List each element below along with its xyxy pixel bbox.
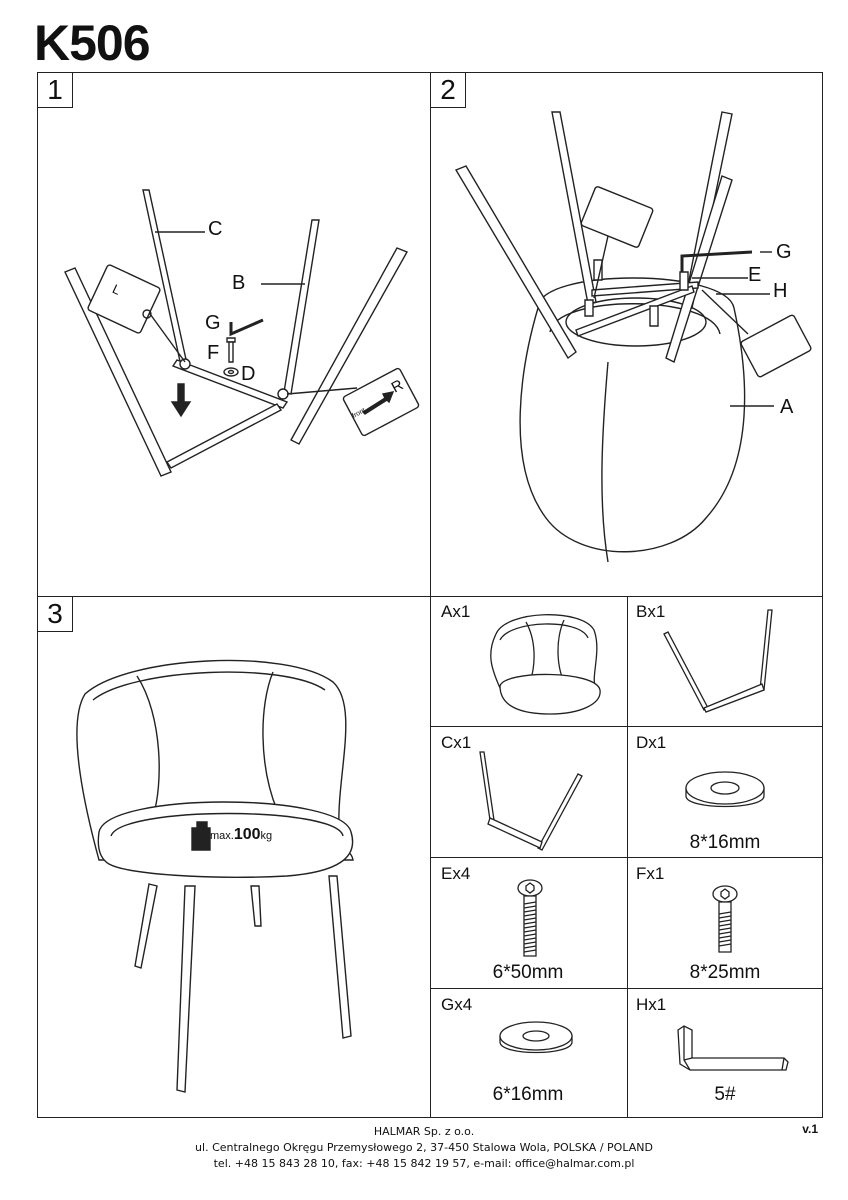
part-d-dimension: 8*16mm [689,832,761,853]
max-weight-label: max.100kg [210,826,273,843]
model-title: K506 [34,15,151,71]
step-1-callout-b: B [232,272,246,294]
part-c-label: Cx1 [441,733,472,752]
step-1-callout-c: C [208,218,223,240]
part-f-dimension: 8*25mm [689,962,761,983]
part-c-legframe-icon [470,740,620,856]
step-3-illustration [37,596,430,1118]
part-g-washer-icon [492,1016,582,1066]
part-b-label: Bx1 [636,602,666,621]
step-2-number: 2 [430,72,466,108]
right-badge-icon [342,368,419,437]
part-a-seat-icon [470,604,620,720]
parts-divider-row3 [430,988,823,989]
part-h-hexkey-icon [670,1020,800,1076]
parts-divider-row2 [430,857,823,858]
footer-contact: tel. +48 15 843 28 10, fax: +48 15 842 1… [213,1157,635,1170]
part-e-bolt-icon [510,878,550,958]
part-f-bolt-icon [705,884,745,954]
part-a-label: Ax1 [441,602,471,621]
step-1-callout-d: D [241,363,256,385]
part-e-label: Ex4 [441,864,471,883]
step-2-illustration [430,72,823,596]
step-1-illustration [37,72,430,596]
step-2-callout-e: E [748,264,762,286]
step-2-callout-h: H [773,280,788,302]
part-d-label: Dx1 [636,733,667,752]
weight-icon [192,822,210,850]
part-h-label: Hx1 [636,995,667,1014]
divider-horizontal [37,596,823,597]
part-d-washer-icon [680,764,770,820]
step-1-callout-g: G [205,312,221,334]
part-g-label: Gx4 [441,995,473,1014]
version-label: v.1 [802,1122,818,1136]
footer-address: ul. Centralnego Okręgu Przemysłowego 2, … [195,1141,653,1154]
divider-vertical [430,72,431,1118]
step-3-number: 3 [37,596,73,632]
footer-company: HALMAR Sp. z o.o. [373,1125,475,1138]
parts-divider-row1 [430,726,823,727]
step-1-callout-f: F [207,342,220,364]
part-b-legframe-icon [650,604,820,720]
part-g-dimension: 6*16mm [492,1084,564,1105]
left-badge-icon [87,264,161,334]
left-badge-icon [580,186,653,248]
part-e-dimension: 6*50mm [492,962,564,983]
step-2-callout-a: A [780,396,794,418]
step-1-number: 1 [37,72,73,108]
part-h-dimension: 5# [714,1084,736,1105]
part-f-label: Fx1 [636,864,665,883]
right-badge-icon [740,314,812,377]
step-2-callout-g: G [776,241,792,263]
arrow-down-icon [172,384,190,416]
